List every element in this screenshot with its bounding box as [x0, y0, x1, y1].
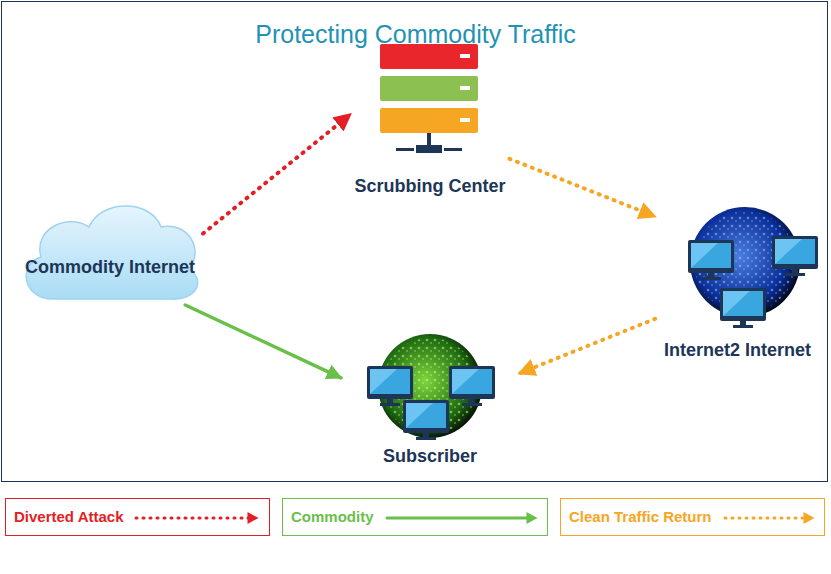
legend-line-sample	[384, 511, 540, 525]
computer-icon	[403, 400, 449, 440]
flow-arrow	[510, 159, 656, 217]
legend-item: Commodity	[282, 498, 548, 536]
node-icon	[15, 195, 205, 305]
network-node: Internet2 Internet	[646, 200, 829, 365]
legend-label: Diverted Attack	[14, 508, 123, 525]
flow-arrow	[203, 114, 350, 233]
legend-item: Diverted Attack	[5, 498, 270, 536]
node-label: Subscriber	[341, 446, 519, 467]
node-label: Internet2 Internet	[646, 340, 829, 361]
node-label: Commodity Internet	[11, 257, 209, 278]
legend-line-sample	[133, 511, 261, 525]
node-label: Scrubbing Center	[351, 176, 510, 197]
network-node: Scrubbing Center	[351, 40, 510, 205]
network-node: Subscriber	[341, 330, 519, 475]
server-icon	[380, 44, 478, 153]
network-node: Commodity Internet	[11, 195, 209, 305]
flow-arrow	[185, 305, 341, 378]
legend-label: Commodity	[291, 508, 374, 525]
computer-icon	[720, 288, 766, 328]
computer-icon	[449, 366, 495, 406]
flow-arrow	[519, 319, 655, 374]
legend-line-sample	[722, 511, 816, 525]
computer-icon	[688, 240, 734, 280]
legend-label: Clean Traffic Return	[569, 508, 712, 525]
computer-icon	[772, 236, 818, 276]
cloud-shape	[26, 206, 197, 299]
legend-item: Clean Traffic Return	[560, 498, 825, 536]
